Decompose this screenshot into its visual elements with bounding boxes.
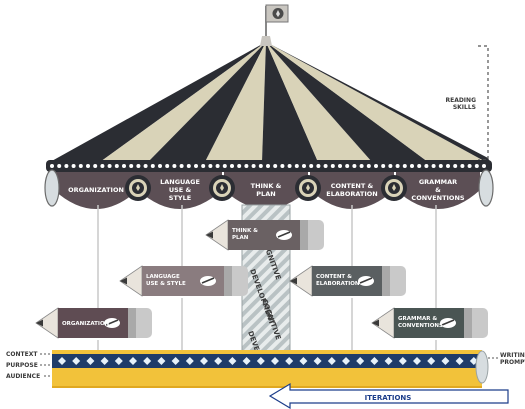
purpose-label: PURPOSE — [6, 362, 38, 369]
scallop-row: GRAMMAR&CONVENTIONS CONTENT &ELABORATION T… — [44, 169, 494, 209]
pencil-label: ORGANIZATION — [62, 321, 110, 327]
iterations-arrow: ITERATIONS — [268, 382, 509, 409]
writing-prompt: WRITINGPROMPT — [488, 352, 525, 366]
platform — [52, 350, 489, 388]
scallop-4: CONTENT &ELABORATION — [310, 172, 394, 209]
iterations-label: ITERATIONS — [365, 394, 412, 402]
writing-prompt-label: WRITINGPROMPT — [500, 352, 525, 366]
pencil-card-4: ORGANIZATION — [35, 307, 152, 339]
scallop-medallion — [381, 175, 407, 201]
pencil-label: THINK &PLAN — [232, 228, 258, 241]
scallop-label: THINK &PLAN — [251, 182, 282, 198]
scallop-label: CONTENT &ELABORATION — [326, 182, 377, 198]
scallop-label: GRAMMAR&CONVENTIONS — [411, 178, 464, 202]
valance-end-cap — [44, 169, 60, 207]
scallop-label: ORGANIZATION — [68, 186, 124, 194]
scallop-1: ORGANIZATION — [54, 172, 138, 209]
pencil-label: CONTENT &ELABORATION — [316, 274, 360, 287]
valance — [46, 160, 492, 172]
scallop-medallion — [125, 175, 151, 201]
audience-label: AUDIENCE — [6, 373, 40, 380]
pencil-label: GRAMMAR &CONVENTIONS — [398, 316, 443, 329]
platform-left-labels: CONTEXT PURPOSE AUDIENCE — [6, 351, 52, 380]
canopy — [50, 36, 490, 162]
scallop-medallion — [209, 175, 235, 201]
hanging-strings — [97, 205, 437, 352]
pencil-card-1: THINK &PLAN — [205, 219, 324, 251]
valance-end-cap — [478, 169, 494, 207]
pencil-card-5: GRAMMAR &CONVENTIONS — [371, 307, 488, 339]
scallop-5: GRAMMAR&CONVENTIONS — [396, 172, 480, 209]
scallop-3: THINK &PLAN — [224, 172, 308, 209]
scallop-medallion — [295, 175, 321, 201]
pencil-card-3: CONTENT &ELABORATION — [289, 265, 406, 297]
context-label: CONTEXT — [6, 351, 38, 358]
